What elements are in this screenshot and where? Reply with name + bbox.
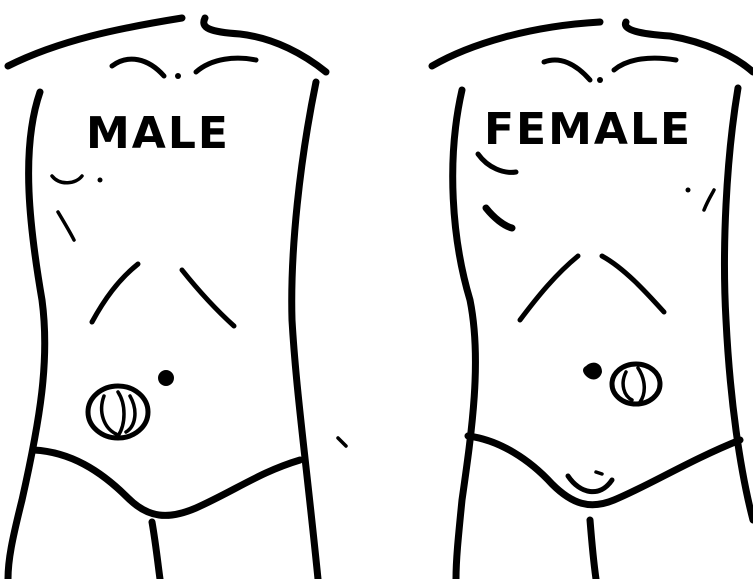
male-pectoral-mark	[52, 176, 82, 183]
female-marker-icon	[612, 364, 660, 404]
female-pubic-curve	[568, 476, 612, 492]
female-inguinal-line	[468, 436, 740, 505]
male-label: MALE	[86, 108, 230, 159]
female-umbilicus	[583, 363, 602, 380]
female-pubic-mark	[596, 472, 602, 474]
male-shoulder-line	[8, 18, 326, 72]
female-label: FEMALE	[484, 104, 692, 155]
female-left-flank	[453, 90, 476, 579]
male-clavicle-right	[196, 58, 256, 72]
male-sternal-notch	[175, 73, 181, 79]
male-nipple-mark	[98, 178, 103, 183]
male-rib-mark	[58, 212, 74, 240]
male-clavicle-left	[112, 59, 164, 76]
male-umbilicus	[158, 370, 174, 386]
male-torso-figure	[8, 18, 326, 579]
female-shoulder-line	[432, 22, 753, 72]
female-clavicle-right	[614, 58, 676, 70]
female-right-flank	[725, 88, 753, 520]
male-inguinal-line	[34, 450, 300, 515]
female-right-chest-mark	[704, 190, 714, 210]
female-rib-mark	[486, 208, 512, 228]
female-clavicle-left	[544, 60, 590, 80]
female-nipple-mark	[686, 188, 691, 193]
female-sternal-notch	[597, 77, 603, 83]
female-breast-mark	[478, 154, 516, 172]
male-left-flank	[8, 92, 45, 579]
male-right-flank	[292, 82, 318, 579]
male-costal-margin-right	[182, 270, 234, 326]
female-costal-margin-left	[520, 256, 578, 320]
male-lower-midline	[152, 522, 160, 579]
male-marker-icon	[88, 386, 148, 438]
female-costal-margin-right	[602, 256, 664, 312]
female-lower-midline	[590, 520, 596, 579]
stray-mark	[338, 438, 346, 446]
male-costal-margin-left	[92, 264, 138, 322]
